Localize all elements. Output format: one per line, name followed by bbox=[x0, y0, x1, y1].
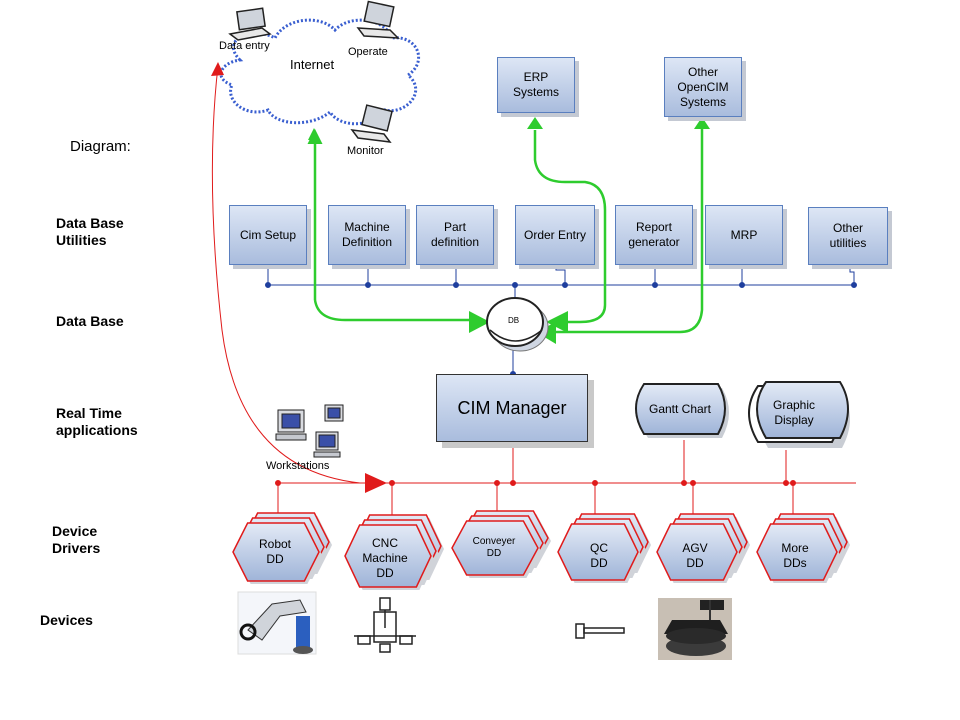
laptop-icon bbox=[356, 0, 400, 39]
operate-label: Operate bbox=[348, 46, 388, 58]
utilities-bus bbox=[265, 261, 857, 377]
monitor-label: Monitor bbox=[347, 145, 384, 157]
gantt-chart-label: Gantt Chart bbox=[648, 402, 712, 416]
driver-hexagon-cnc bbox=[344, 524, 432, 588]
layer-label-database: Data Base bbox=[56, 313, 124, 329]
database-cylinder bbox=[486, 297, 549, 352]
cim-manager-box: CIM Manager bbox=[436, 374, 588, 442]
utility-label: Order Entry bbox=[523, 227, 586, 242]
green-links bbox=[307, 128, 704, 334]
data-entry-label: Data entry bbox=[219, 40, 270, 52]
laptop-icon bbox=[228, 7, 272, 41]
driver-label-more: More DDs bbox=[781, 541, 809, 570]
erp-systems-label: ERP Systems bbox=[512, 70, 559, 99]
utility-box-machine-definition: Machine Definition bbox=[328, 205, 406, 265]
utility-box-cim-setup: Cim Setup bbox=[229, 205, 307, 265]
agv-photo bbox=[658, 598, 732, 660]
driver-hexagon-conveyer bbox=[451, 520, 539, 576]
internet-cloud bbox=[219, 18, 421, 126]
qc-probe-drawing bbox=[575, 623, 625, 639]
utility-box-order-entry: Order Entry bbox=[515, 205, 595, 265]
internet-driver-link bbox=[211, 65, 361, 484]
driver-label-conveyer: Conveyer DD bbox=[472, 536, 516, 559]
driver-label-agv: AGV DD bbox=[682, 541, 708, 570]
workstations-label: Workstations bbox=[266, 460, 330, 472]
arrow-left-icon bbox=[546, 311, 568, 333]
utility-label: Report generator bbox=[628, 220, 680, 249]
driver-label-cnc: CNC Machine DD bbox=[362, 535, 408, 580]
driver-hexagon-robot bbox=[232, 522, 320, 582]
graphic-display-shape bbox=[748, 381, 850, 448]
diagram-label: Diagram: bbox=[70, 138, 131, 155]
utility-label: MRP bbox=[730, 227, 758, 242]
internet-label: Internet bbox=[290, 57, 335, 72]
utility-label: Cim Setup bbox=[239, 227, 297, 242]
utility-label: Other utilities bbox=[829, 221, 867, 250]
other-opencim-box: Other OpenCIM Systems bbox=[664, 57, 742, 117]
layer-label-db-utilities: Data Base Utilities bbox=[56, 215, 124, 248]
arrow-right-icon bbox=[365, 473, 387, 493]
layer-label-device-drivers: Device Drivers bbox=[52, 523, 101, 556]
utility-box-part-definition: Part definition bbox=[416, 205, 494, 265]
graphic-display-label: Graphic Display bbox=[772, 398, 816, 427]
utility-box-mrp: MRP bbox=[705, 205, 783, 265]
driver-hexagon-qc bbox=[557, 523, 639, 581]
laptop-icon bbox=[350, 104, 393, 143]
erp-systems-box: ERP Systems bbox=[497, 57, 575, 113]
utility-box-report-generator: Report generator bbox=[615, 205, 693, 265]
layer-label-devices: Devices bbox=[40, 612, 93, 628]
db-label: DB bbox=[508, 316, 520, 325]
driver-hexagon-more bbox=[756, 523, 838, 581]
robot-arm-photo bbox=[237, 591, 317, 655]
gantt-chart-shape bbox=[635, 383, 729, 438]
driver-label-robot: Robot DD bbox=[258, 537, 292, 566]
arrow-right-icon bbox=[469, 311, 490, 333]
arrow-up-icon bbox=[527, 117, 543, 129]
utility-label: Part definition bbox=[430, 220, 480, 249]
workstations-icon bbox=[275, 404, 344, 458]
utility-box-other-utilities: Other utilities bbox=[808, 207, 888, 265]
arrow-up-icon bbox=[308, 128, 320, 140]
arrow-up-icon bbox=[211, 62, 224, 76]
layer-label-realtime: Real Time applications bbox=[56, 405, 138, 438]
driver-hexagons bbox=[232, 510, 850, 590]
cnc-machine-drawing bbox=[354, 597, 416, 653]
driver-bus bbox=[275, 440, 856, 525]
cim-manager-label: CIM Manager bbox=[457, 397, 567, 418]
other-opencim-label: Other OpenCIM Systems bbox=[677, 64, 729, 109]
driver-label-qc: QC DD bbox=[590, 541, 608, 570]
driver-hexagon-agv bbox=[656, 523, 738, 581]
arrow-up-icon bbox=[694, 117, 710, 129]
utility-label: Machine Definition bbox=[341, 220, 393, 249]
